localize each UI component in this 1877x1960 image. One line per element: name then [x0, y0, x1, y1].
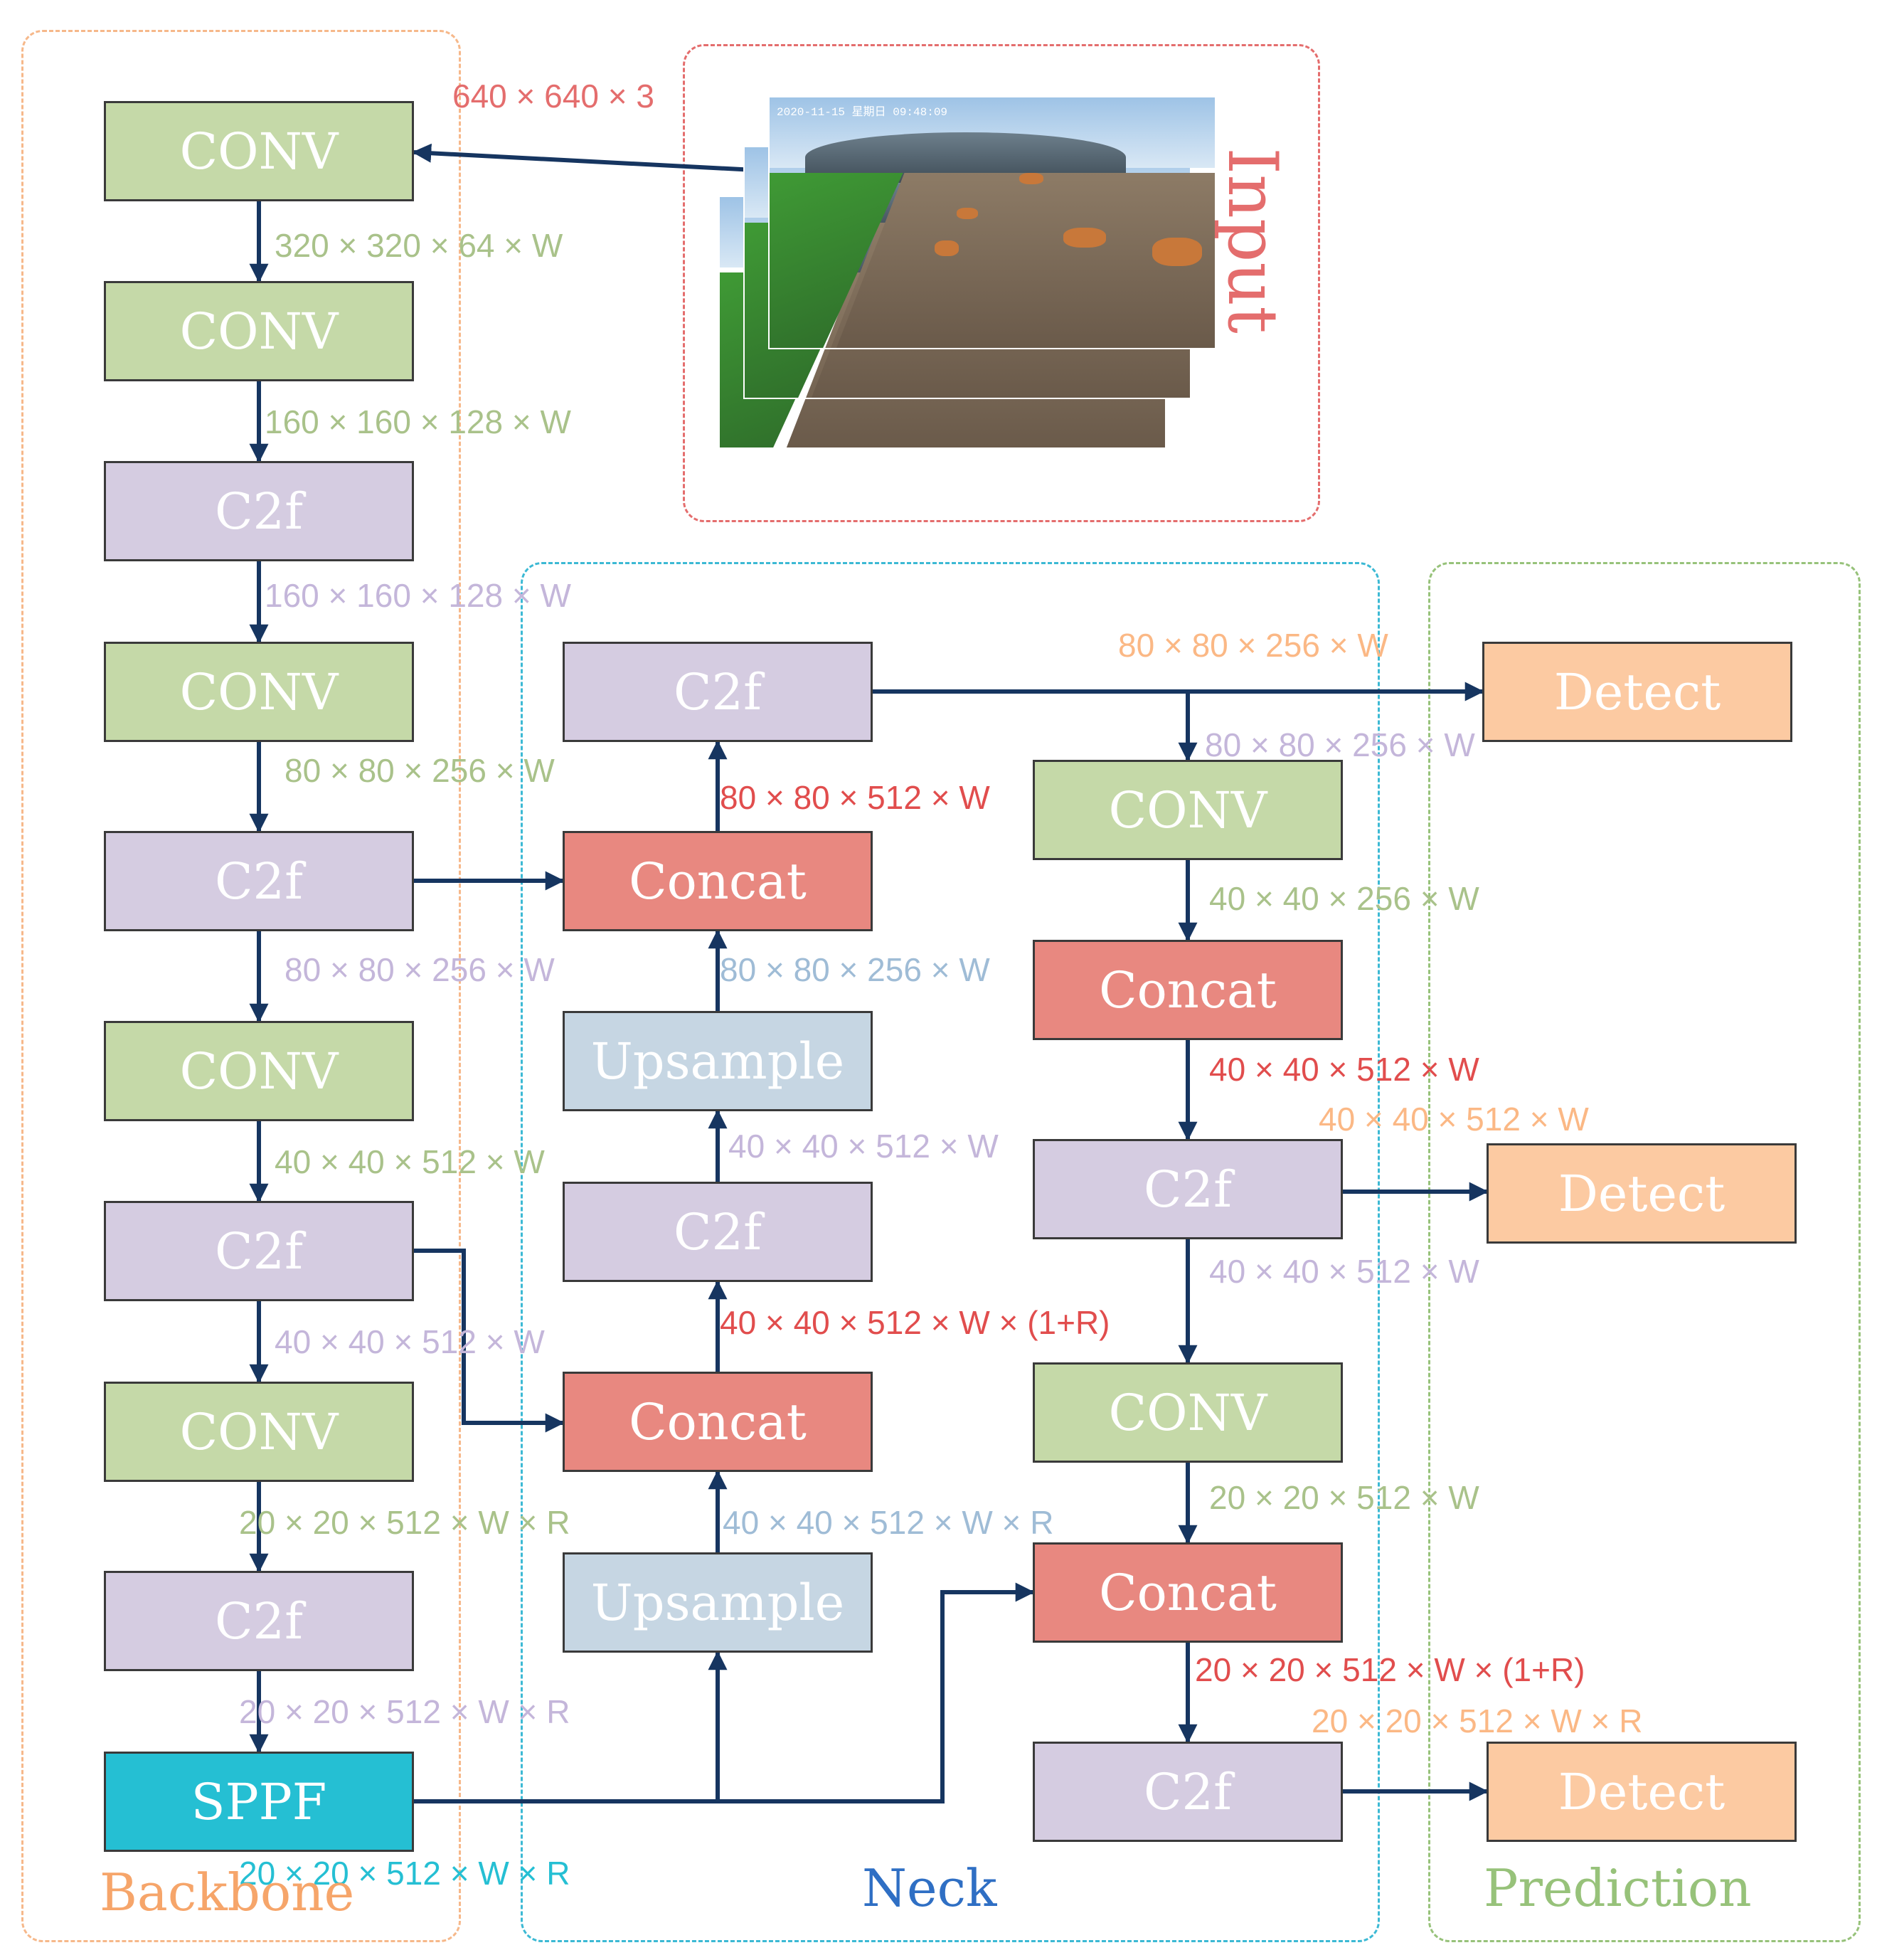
dim-backbone-4: 80 × 80 × 256 × W [285, 752, 555, 789]
dim-detect2-in: 40 × 40 × 512 × W [1319, 1101, 1589, 1138]
neck-conv-right-1: CONV [1033, 760, 1343, 860]
backbone-conv-5: CONV [104, 1382, 414, 1482]
dim-neck-right-concat1-out: 40 × 40 × 512 × W [1209, 1051, 1479, 1088]
detect-head-1: Detect [1482, 642, 1792, 742]
backbone-c2f-2: C2f [104, 831, 414, 931]
neck-upsample-2: Upsample [563, 1552, 873, 1653]
neck-upsample-1: Upsample [563, 1011, 873, 1111]
neck-conv-right-2: CONV [1033, 1362, 1343, 1463]
backbone-conv-2: CONV [104, 281, 414, 381]
dim-sppf-out: 20 × 20 × 512 × W × R [239, 1855, 570, 1892]
dim-neck-right-conv2-out: 20 × 20 × 512 × W [1209, 1479, 1479, 1516]
dim-neck-concat2-out: 40 × 40 × 512 × W × (1+R) [720, 1304, 1110, 1341]
wire-input-to-conv [412, 143, 769, 173]
backbone-c2f-1: C2f [104, 461, 414, 561]
backbone-c2f-3: C2f [104, 1201, 414, 1301]
image-timestamp: 2020-11-15 星期日 09:48:09 [777, 106, 948, 119]
dim-neck-right-c2f1-out: 40 × 40 × 512 × W [1209, 1253, 1479, 1290]
input-image-1: 2020-11-15 星期日 09:48:09 [768, 96, 1216, 349]
backbone-conv-3: CONV [104, 642, 414, 742]
dim-backbone-3: 160 × 160 × 128 × W [265, 577, 571, 614]
dim-neck-upsample2-out: 40 × 40 × 512 × W × R [723, 1504, 1054, 1541]
dim-neck-right-in: 80 × 80 × 256 × W [1205, 726, 1475, 763]
detect-head-2: Detect [1487, 1143, 1797, 1244]
dim-neck-concat1-out: 80 × 80 × 512 × W [720, 779, 990, 816]
backbone-conv-1: CONV [104, 101, 414, 201]
dim-neck-right-conv1-out: 40 × 40 × 256 × W [1209, 880, 1479, 917]
neck-label: Neck [862, 1858, 997, 1918]
wire-c2f3-to-concat2 [414, 1249, 565, 1433]
dim-neck-right-concat2-out: 20 × 20 × 512 × W × (1+R) [1195, 1651, 1585, 1688]
backbone-c2f-4: C2f [104, 1571, 414, 1671]
wire-sppf-branch [414, 1582, 1035, 1803]
input-label: Input [1212, 147, 1292, 334]
input-region [683, 44, 1320, 522]
neck-c2f-right-1: C2f [1033, 1139, 1343, 1239]
dim-detect3-in: 20 × 20 × 512 × W × R [1312, 1702, 1643, 1739]
dim-backbone-5: 80 × 80 × 256 × W [285, 951, 555, 988]
detect-head-3: Detect [1487, 1742, 1797, 1842]
prediction-label: Prediction [1484, 1858, 1752, 1918]
backbone-label: Backbone [100, 1863, 355, 1922]
neck-concat-1: Concat [563, 831, 873, 931]
dim-backbone-8: 20 × 20 × 512 × W × R [239, 1504, 570, 1541]
neck-c2f-top: C2f [563, 642, 873, 742]
neck-concat-2: Concat [563, 1372, 873, 1472]
dim-detect1-in: 80 × 80 × 256 × W [1118, 627, 1388, 664]
backbone-conv-4: CONV [104, 1021, 414, 1121]
prediction-region [1428, 562, 1861, 1942]
backbone-sppf: SPPF [104, 1752, 414, 1852]
neck-region [521, 562, 1380, 1942]
backbone-region [21, 30, 461, 1942]
dim-input: 640 × 640 × 3 [452, 78, 654, 115]
dim-neck-c2f-mid-out: 40 × 40 × 512 × W [728, 1128, 999, 1165]
dim-backbone-7: 40 × 40 × 512 × W [275, 1323, 545, 1360]
dim-neck-upsample1-out: 80 × 80 × 256 × W [720, 951, 990, 988]
neck-c2f-mid: C2f [563, 1182, 873, 1282]
dim-backbone-2: 160 × 160 × 128 × W [265, 403, 571, 440]
dim-backbone-6: 40 × 40 × 512 × W [275, 1143, 545, 1180]
neck-c2f-right-2: C2f [1033, 1742, 1343, 1842]
neck-concat-right-2: Concat [1033, 1542, 1343, 1643]
dim-backbone-1: 320 × 320 × 64 × W [275, 227, 563, 264]
neck-concat-right-1: Concat [1033, 940, 1343, 1040]
dim-backbone-9: 20 × 20 × 512 × W × R [239, 1693, 570, 1730]
